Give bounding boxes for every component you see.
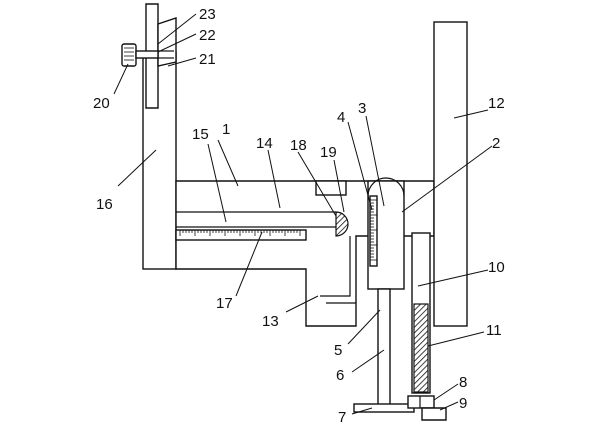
label-2: 2 [492,135,500,152]
leader-lines [113,13,493,415]
ruler-scale [175,229,307,241]
label-16: 16 [96,196,113,213]
label-23: 23 [199,6,216,23]
screw-thread [413,303,429,393]
label-22: 22 [199,27,216,44]
label-18: 18 [290,137,307,154]
nut [407,395,435,409]
adjust-knob [121,43,137,67]
vertical-rod [377,288,391,406]
knob-shaft [135,50,159,59]
label-20: 20 [93,95,110,112]
label-5: 5 [334,342,342,359]
right-post [433,21,468,327]
label-3: 3 [358,100,366,117]
label-11: 11 [486,322,502,339]
label-8: 8 [459,374,467,391]
vertical-scale-ticks [370,199,377,261]
label-9: 9 [459,395,467,412]
vertical-scale [369,195,378,267]
label-7: 7 [338,409,346,426]
pawl [335,211,349,237]
label-14: 14 [256,135,273,152]
label-17: 17 [216,295,233,312]
label-15: 15 [192,126,209,143]
label-6: 6 [336,367,344,384]
top-block [315,180,347,196]
lever [421,407,447,421]
label-4: 4 [337,109,345,126]
label-10: 10 [488,259,505,276]
label-19: 19 [320,144,337,161]
label-1: 1 [222,121,230,138]
label-12: 12 [488,95,505,112]
ruler-ticks [179,230,301,236]
label-21: 21 [199,51,216,68]
label-13: 13 [262,313,279,330]
